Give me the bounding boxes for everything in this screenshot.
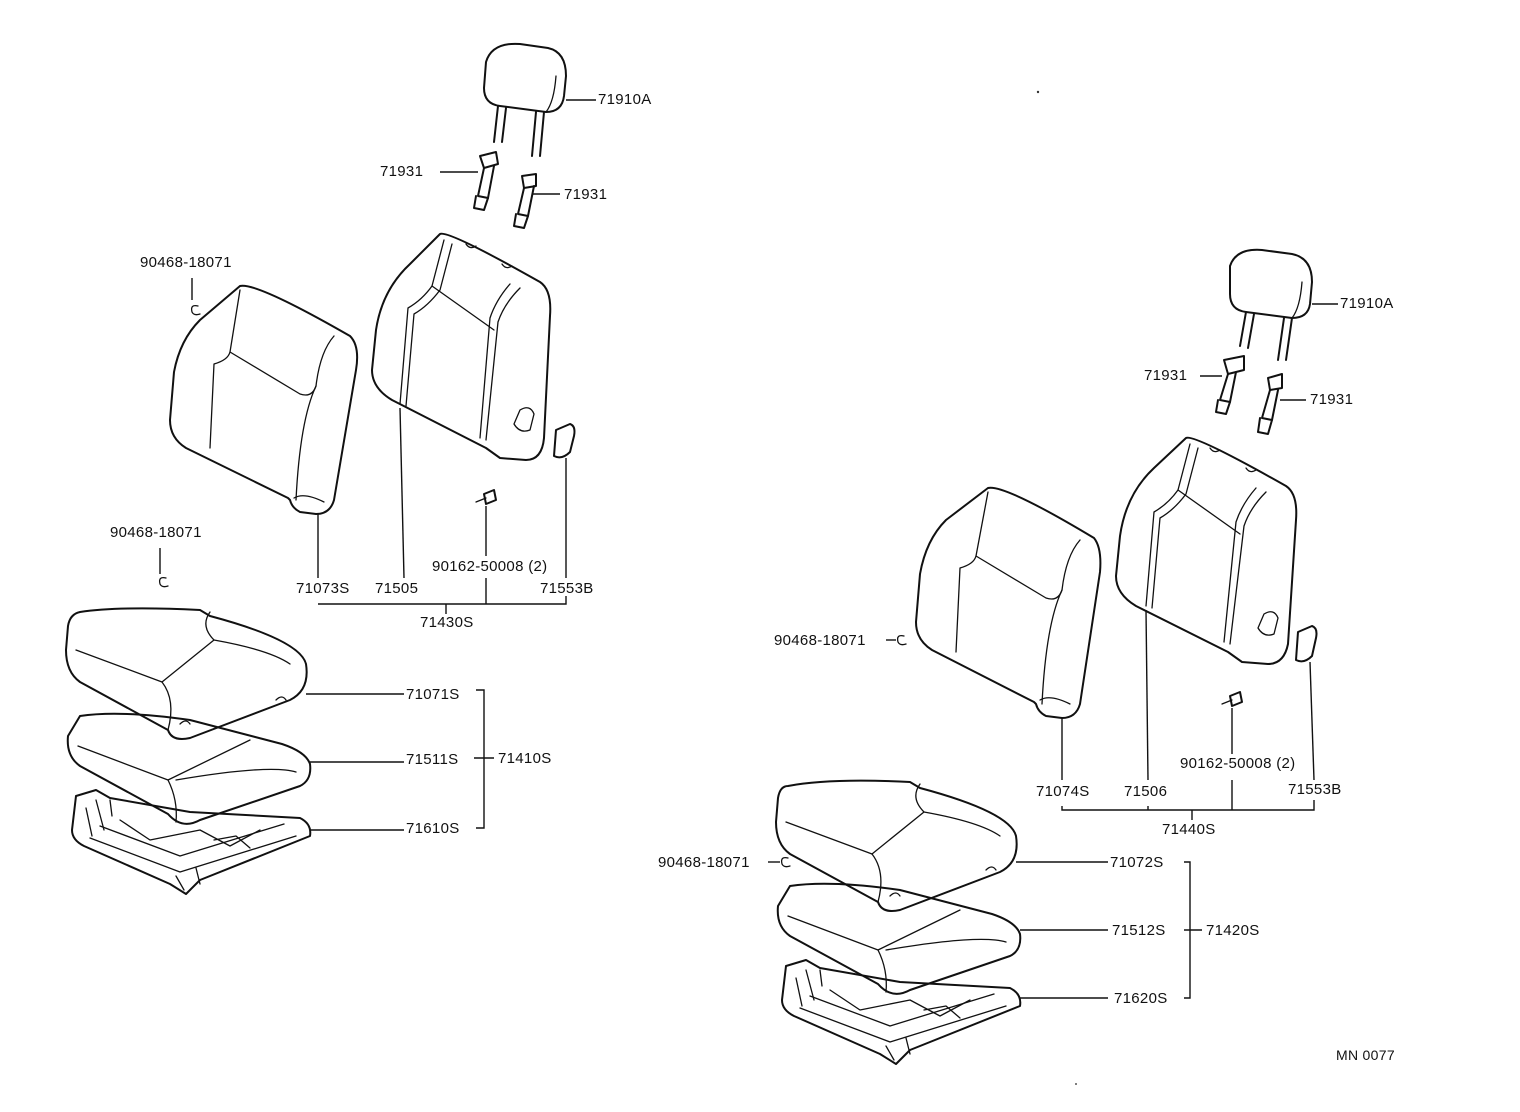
left-guide-label-1: 71931	[380, 163, 424, 180]
right-hog-ring-back	[886, 634, 907, 646]
left-seat-back-pad	[371, 232, 552, 461]
left-frame-label: 71610S	[406, 820, 460, 837]
left-cushion-cover	[65, 607, 404, 740]
right-headrest-guide-1	[1200, 355, 1245, 415]
right-cushion-pad-label: 71512S	[1112, 922, 1166, 939]
left-cap	[553, 423, 576, 578]
left-cushion-assy-label: 71410S	[498, 750, 552, 767]
right-cap	[1295, 625, 1318, 781]
left-screw-qty: (2)	[528, 558, 548, 575]
left-seat-frame	[71, 789, 404, 895]
drawing-id: MN 0077	[1336, 1047, 1395, 1063]
right-headrest	[1229, 248, 1338, 361]
right-back-pad-label: 71506	[1124, 783, 1168, 800]
left-guide-label-2: 71931	[564, 186, 608, 203]
left-hog-ring-back	[190, 278, 201, 316]
left-hog-ring-cushion	[158, 548, 169, 588]
right-guide-label-1: 71931	[1144, 367, 1188, 384]
right-seat-back-cover	[915, 486, 1102, 780]
left-headrest-guide-1	[440, 151, 499, 211]
left-hog-ring-cushion-label: 90468-18071	[110, 524, 202, 541]
left-back-pad-label: 71505	[375, 580, 419, 597]
left-cushion-pad-label: 71511S	[406, 751, 459, 768]
right-cushion-assy-label: 71420S	[1206, 922, 1260, 939]
left-cushion-pad	[66, 712, 404, 825]
left-screw-number: 90162-50008	[432, 558, 524, 575]
left-back-cover-label: 71073S	[296, 580, 350, 597]
right-cushion-cover	[775, 779, 1108, 912]
left-screw-label: 90162-50008 (2)	[432, 559, 547, 574]
right-back-assy-label: 71440S	[1162, 821, 1216, 838]
right-frame-label: 71620S	[1114, 990, 1168, 1007]
left-back-assy-label: 71430S	[420, 614, 474, 631]
left-headrest	[483, 42, 596, 157]
right-screw	[1221, 691, 1243, 754]
right-hog-ring-cushion-label: 90468-18071	[658, 854, 750, 871]
left-cap-label: 71553B	[540, 580, 594, 597]
right-headrest-label: 71910A	[1340, 295, 1394, 312]
left-screw	[475, 489, 497, 556]
right-cushion-cover-label: 71072S	[1110, 854, 1164, 871]
right-seat-frame	[781, 959, 1108, 1065]
left-headrest-label: 71910A	[598, 91, 652, 108]
right-cap-label: 71553B	[1288, 781, 1342, 798]
scan-dot	[1075, 1083, 1077, 1085]
right-back-cover-label: 71074S	[1036, 783, 1090, 800]
right-hog-ring-back-label: 90468-18071	[774, 632, 866, 649]
right-guide-label-2: 71931	[1310, 391, 1354, 408]
right-screw-label: 90162-50008 (2)	[1180, 756, 1295, 771]
left-hog-ring-back-label: 90468-18071	[140, 254, 232, 271]
right-headrest-guide-2	[1257, 373, 1306, 435]
right-assembly	[768, 248, 1338, 1065]
right-cushion-pad	[776, 882, 1108, 995]
right-screw-number: 90162-50008	[1180, 755, 1272, 772]
scan-dot	[1036, 90, 1040, 94]
left-cushion-cover-label: 71071S	[406, 686, 460, 703]
left-assembly	[65, 42, 596, 895]
right-seat-back-pad	[1115, 436, 1298, 781]
right-screw-qty: (2)	[1276, 755, 1296, 772]
left-seat-back-cover	[169, 284, 359, 515]
left-headrest-guide-2	[513, 173, 560, 229]
right-hog-ring-cushion	[768, 856, 791, 868]
